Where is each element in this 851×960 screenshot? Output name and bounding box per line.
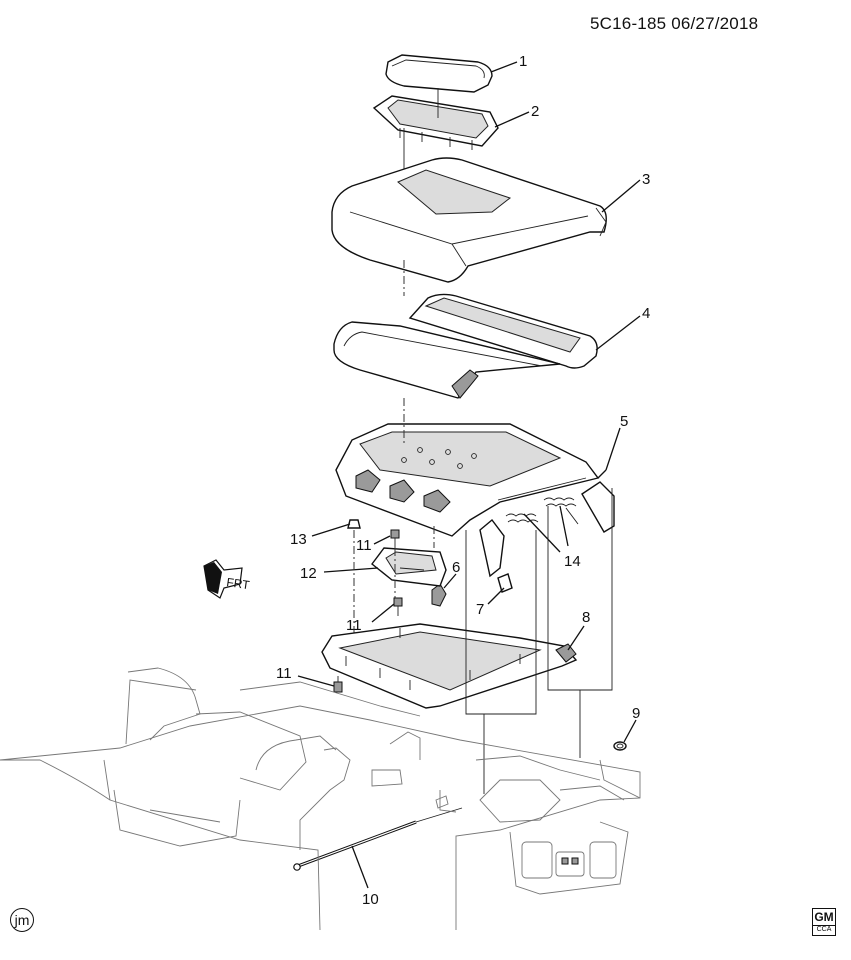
alignment-leaders bbox=[403, 260, 613, 794]
callout-3: 3 bbox=[642, 171, 650, 188]
front-direction-arrow: FRT bbox=[203, 559, 251, 599]
callout-11-upper: 11 bbox=[356, 537, 372, 554]
gm-logo-sub: CCA bbox=[813, 925, 835, 934]
callout-6: 6 bbox=[452, 559, 460, 576]
part-9-grommet bbox=[613, 719, 637, 751]
part-1-lid-pad bbox=[385, 54, 518, 93]
callout-13: 13 bbox=[290, 531, 307, 548]
callout-4: 4 bbox=[642, 305, 650, 322]
document-id: 5C16-185 06/27/2018 bbox=[590, 14, 759, 33]
callout-9: 9 bbox=[632, 705, 640, 722]
callout-5: 5 bbox=[620, 413, 628, 430]
part-3-lid-cover bbox=[331, 157, 641, 283]
callout-10: 10 bbox=[362, 891, 379, 908]
part-11-screw-upper bbox=[373, 529, 400, 600]
gm-logo: GM CCA bbox=[812, 908, 836, 936]
part-11-screw-middle bbox=[371, 597, 403, 623]
callout-labels: 1 2 3 4 5 6 7 8 9 10 11 11 11 12 13 14 bbox=[276, 53, 650, 908]
console-body bbox=[0, 667, 641, 931]
part-10-rod bbox=[293, 807, 463, 889]
callout-14: 14 bbox=[564, 553, 581, 570]
callout-2: 2 bbox=[531, 103, 539, 120]
part-14-hinge-springs bbox=[505, 497, 579, 553]
callout-11-middle: 11 bbox=[346, 617, 362, 634]
callout-8: 8 bbox=[582, 609, 590, 626]
part-12-latch bbox=[323, 547, 447, 587]
part-8-lid-base bbox=[321, 623, 585, 709]
front-arrow-label: FRT bbox=[226, 575, 251, 592]
gm-logo-text: GM bbox=[814, 910, 834, 924]
illustrator-badge: jm bbox=[10, 908, 34, 932]
callout-12: 12 bbox=[300, 565, 317, 582]
part-11-screw-lower bbox=[297, 675, 343, 693]
part-7-clip bbox=[487, 573, 513, 605]
part-13-fastener bbox=[311, 519, 361, 670]
callout-7: 7 bbox=[476, 601, 484, 618]
part-2-bezel bbox=[372, 88, 530, 182]
callout-1: 1 bbox=[519, 53, 527, 70]
part-4-lid-liner bbox=[333, 293, 641, 399]
part-5-lid-frame bbox=[335, 423, 621, 578]
callout-11-lower: 11 bbox=[276, 665, 292, 682]
